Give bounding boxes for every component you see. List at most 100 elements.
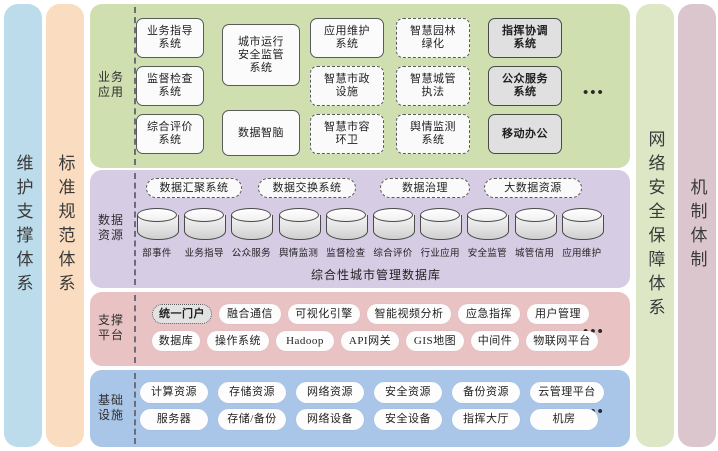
platform-chip: GIS地图	[406, 331, 464, 351]
app-chip: 智慧城管执法	[396, 66, 470, 106]
platform-chip: 指挥大厅	[452, 409, 520, 430]
app-chip: 智慧市政设施	[310, 66, 384, 106]
platform-chip: 统一门户	[152, 304, 212, 324]
pillar-right-0: 网络安全保障体系	[636, 4, 674, 447]
database-cylinder: 舆情监测	[278, 208, 321, 259]
layer-divider-data	[134, 173, 136, 285]
app-chip: 综合评价系统	[136, 114, 204, 154]
platform-chip: 中间件	[471, 331, 519, 351]
database-label: 监督检查	[326, 249, 366, 259]
app-chip: 数据智脑	[222, 110, 300, 156]
cylinder-shape	[561, 208, 604, 242]
cylinder-shape	[231, 208, 274, 242]
database-label: 应用维护	[562, 249, 602, 259]
pillar-left-1: 标准规范体系	[46, 4, 84, 447]
pillar-label: 网络安全保障体系	[645, 129, 665, 322]
pillar-right-1: 机制体制	[678, 4, 716, 447]
platform-chip: API网关	[341, 331, 399, 351]
data-chip: 数据交换系统	[258, 178, 356, 198]
platform-chip: Hadoop	[276, 331, 334, 351]
platform-chip: 网络设备	[296, 409, 364, 430]
app-chip: 智慧市容环卫	[310, 114, 384, 154]
platform-chip: 安全设备	[374, 409, 442, 430]
database-label: 城管信用	[514, 249, 555, 259]
pillar-label: 维护支撑体系	[13, 153, 33, 298]
cylinder-top	[561, 208, 602, 222]
database-label: 业务指导	[184, 249, 224, 259]
platform-chip: 融合通信	[219, 304, 281, 324]
cylinder-top	[373, 208, 413, 222]
cylinder-top	[278, 208, 319, 222]
pillar-label: 标准规范体系	[55, 153, 75, 298]
database-cylinder: 安全监管	[467, 208, 510, 259]
platform-chip: 网络资源	[296, 382, 364, 403]
database-cylinder: 监督检查	[325, 208, 368, 259]
cylinder-top	[231, 208, 272, 222]
cylinder-shape	[184, 208, 227, 242]
app-chip: 舆情监测系统	[396, 114, 470, 154]
cylinder-shape	[420, 208, 463, 242]
platform-chip: 服务器	[140, 409, 208, 430]
layer-label-infrastructure: 基础设施	[97, 392, 124, 422]
database-label: 行业应用	[420, 249, 460, 259]
cylinder-shape	[514, 208, 557, 242]
data-chip: 大数据资源	[484, 178, 582, 198]
platform-chip: 计算资源	[140, 382, 208, 403]
database-label: 综合评价	[373, 249, 413, 259]
database-cylinder: 部事件	[137, 208, 179, 259]
database-cylinder: 城管信用	[514, 208, 557, 259]
app-chip: 移动办公	[488, 114, 562, 154]
database-label: 舆情监测	[278, 249, 319, 259]
app-chip: 业务指导系统	[136, 18, 204, 58]
data-layer-caption: 综合性城市管理数据库	[310, 268, 441, 282]
layer-label-business: 业务应用	[97, 70, 124, 99]
cylinder-top	[467, 208, 508, 222]
database-label: 安全监管	[467, 249, 507, 259]
cylinder-top	[514, 208, 555, 222]
cylinder-shape	[373, 208, 415, 242]
platform-chip: 云管理平台	[530, 382, 604, 403]
app-chip: 应用维护系统	[310, 18, 384, 58]
layer-label-platform: 支撑平台	[97, 313, 124, 342]
platform-chip: 备份资源	[452, 382, 520, 403]
platform-chip: 可视化引擎	[288, 304, 360, 324]
layer-divider-business	[134, 7, 136, 165]
platform-chip: 应急指挥	[458, 304, 520, 324]
app-chip: 监督检查系统	[136, 66, 204, 106]
platform-chip: 数据库	[152, 331, 200, 351]
data-chip: 数据汇聚系统	[146, 178, 242, 198]
database-label: 公众服务	[231, 249, 271, 259]
pillar-left-0: 维护支撑体系	[4, 4, 42, 447]
cylinder-top	[325, 208, 366, 222]
app-chip: 智慧园林绿化	[396, 18, 470, 58]
database-cylinder: 行业应用	[420, 208, 463, 259]
cylinder-top	[137, 208, 177, 222]
platform-chip: 存储/备份	[218, 409, 286, 430]
data-chip: 数据治理	[380, 178, 470, 198]
cylinder-shape	[278, 208, 321, 242]
layer-divider-platform	[134, 295, 136, 363]
cylinder-top	[420, 208, 461, 222]
database-cylinder: 应用维护	[561, 208, 604, 259]
cylinder-shape	[467, 208, 510, 242]
platform-chip: 智能视频分析	[367, 304, 451, 324]
platform-chip: 安全资源	[374, 382, 442, 403]
database-cylinder: 业务指导	[184, 208, 227, 259]
cylinder-shape	[325, 208, 368, 242]
platform-chip: 存储资源	[218, 382, 286, 403]
layer-divider-infrastructure	[134, 373, 136, 444]
app-chip: 指挥协调系统	[488, 18, 562, 58]
app-chip: 城市运行安全监管系统	[222, 24, 300, 86]
platform-chip: 操作系统	[207, 331, 269, 351]
platform-chip: 机房	[530, 409, 598, 430]
ellipsis-business: •••	[583, 85, 605, 101]
cylinder-shape	[137, 208, 179, 242]
layer-label-data: 数据资源	[97, 213, 124, 242]
database-cylinder: 公众服务	[231, 208, 274, 259]
platform-chip: 用户管理	[527, 304, 589, 324]
app-chip: 公众服务系统	[488, 66, 562, 106]
platform-chip: 物联网平台	[526, 331, 598, 351]
database-cylinder: 综合评价	[373, 208, 415, 259]
pillar-label: 机制体制	[687, 177, 707, 274]
